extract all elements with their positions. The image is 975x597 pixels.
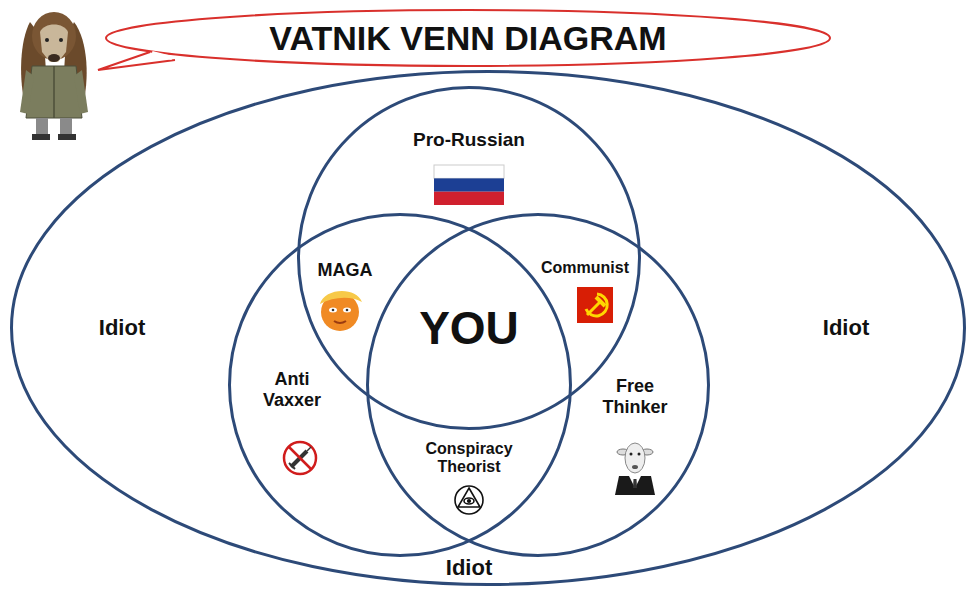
region-label: Anti Vaxxer bbox=[256, 369, 328, 410]
trump-face-icon bbox=[320, 291, 362, 331]
diagram-title: VATNIK VENN DIAGRAM bbox=[269, 19, 666, 58]
no-syringe-icon bbox=[284, 442, 316, 474]
speech-bubble bbox=[98, 10, 830, 70]
sheep-suit-icon bbox=[615, 443, 655, 495]
russian-flag bbox=[434, 165, 504, 205]
intersection-label: MAGA bbox=[318, 260, 373, 281]
region-label: Idiot bbox=[823, 315, 869, 340]
hammer-sickle-icon bbox=[577, 287, 613, 323]
venn-circle-shape bbox=[299, 88, 640, 429]
region-label: Idiot bbox=[446, 555, 492, 580]
region-label: Pro-Russian bbox=[413, 129, 525, 151]
venn-circle: Free Thinker bbox=[366, 213, 710, 557]
intersection-label: Conspiracy Theorist bbox=[417, 440, 521, 477]
idiot-ellipse-shape bbox=[12, 72, 965, 585]
venn-circle: Pro-Russian bbox=[297, 86, 641, 430]
intersection-label: Communist bbox=[541, 259, 629, 277]
venn-circle: Anti Vaxxer bbox=[228, 213, 572, 557]
center-label: YOU bbox=[419, 302, 519, 355]
region-label: Idiot bbox=[99, 315, 145, 340]
region-label: Free Thinker bbox=[596, 376, 674, 417]
character-figure bbox=[20, 12, 88, 140]
venn-circle-shape bbox=[368, 215, 709, 556]
venn-circle-outline bbox=[366, 213, 710, 557]
all-seeing-eye-icon bbox=[455, 486, 483, 514]
venn-circle-shape bbox=[230, 215, 571, 556]
